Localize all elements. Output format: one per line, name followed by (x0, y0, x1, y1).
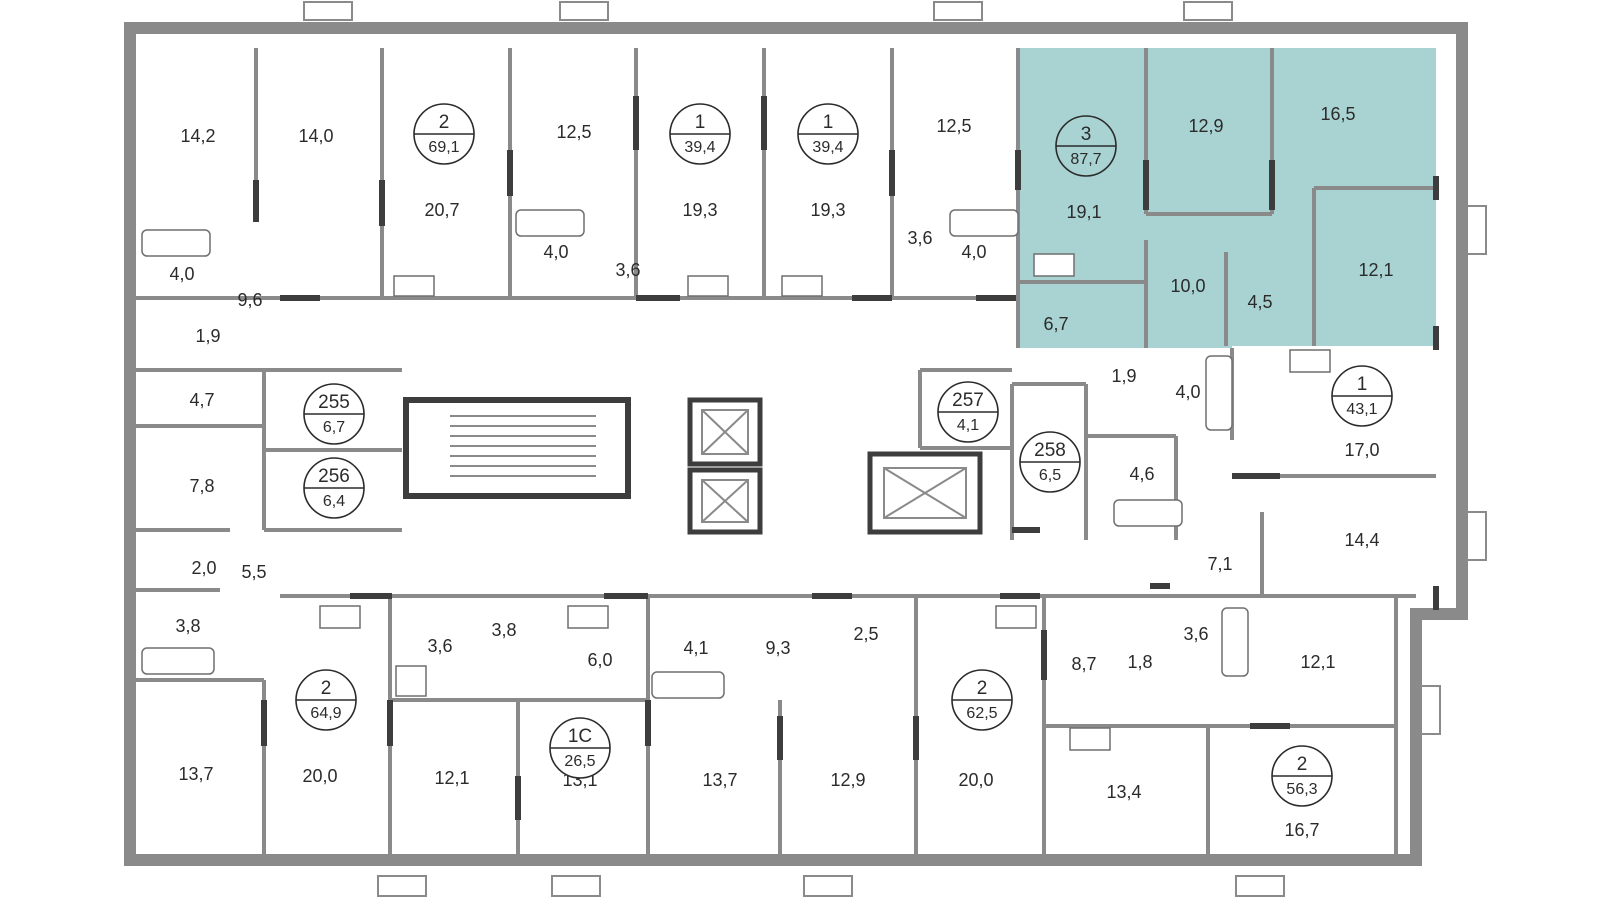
room-area: 14,2 (180, 126, 215, 146)
room-area: 20,0 (958, 770, 993, 790)
badge-area: 69,1 (428, 139, 459, 156)
room-area: 4,0 (169, 264, 194, 284)
badge-area: 43,1 (1346, 401, 1377, 418)
room-area: 12,5 (556, 122, 591, 142)
room-area: 12,1 (434, 768, 469, 788)
room-area: 12,1 (1358, 260, 1393, 280)
room-area: 3,6 (615, 260, 640, 280)
room-area: 4,0 (961, 242, 986, 262)
room-labels: 14,2 14,0 20,7 12,5 19,3 19,3 12,5 19,1 … (169, 104, 1393, 840)
apartment-badge[interactable]: 256 6,4 (303, 457, 365, 519)
outer-wall (124, 22, 1468, 866)
room-area: 3,8 (491, 620, 516, 640)
badge-area: 56,3 (1286, 781, 1317, 798)
room-area: 13,4 (1106, 782, 1141, 802)
apartment-badge[interactable]: 257 4,1 (937, 381, 999, 443)
room-area: 12,5 (936, 116, 971, 136)
badge-rooms: 1 (1357, 374, 1368, 395)
room-area: 16,5 (1320, 104, 1355, 124)
apartment-badge[interactable]: 2 64,9 (295, 669, 357, 731)
room-area: 14,4 (1344, 530, 1379, 550)
room-area: 19,3 (810, 200, 845, 220)
badge-area: 4,1 (957, 417, 979, 434)
room-area: 2,5 (853, 624, 878, 644)
room-area: 3,6 (907, 228, 932, 248)
bathroom-fixtures (141, 209, 1331, 751)
apartment-badge[interactable]: 255 6,7 (303, 383, 365, 445)
badge-rooms: 2 (977, 678, 988, 699)
highlighted-apartment[interactable] (1018, 48, 1436, 348)
room-area: 13,7 (178, 764, 213, 784)
badge-rooms: 256 (318, 466, 350, 487)
room-area: 17,0 (1344, 440, 1379, 460)
badge-area: 6,4 (323, 493, 345, 510)
badge-area: 39,4 (812, 139, 843, 156)
apartment-badges: 2 69,1 1 39,4 1 39,4 3 87,7 255 6,7 (295, 103, 1393, 807)
badge-rooms: 258 (1034, 440, 1066, 461)
apartment-badge[interactable]: 258 6,5 (1019, 431, 1081, 493)
room-area: 8,7 (1071, 654, 1096, 674)
room-area: 6,0 (587, 650, 612, 670)
room-area: 20,7 (424, 200, 459, 220)
room-area: 10,0 (1170, 276, 1205, 296)
stairwell (403, 397, 631, 499)
room-area: 9,3 (765, 638, 790, 658)
elevator-shafts (687, 397, 983, 535)
wall-accents (253, 96, 1439, 820)
room-area: 4,5 (1247, 292, 1272, 312)
badge-area: 62,5 (966, 705, 997, 722)
room-area: 20,0 (302, 766, 337, 786)
room-area: 16,7 (1284, 820, 1319, 840)
badge-area: 64,9 (310, 705, 341, 722)
room-area: 14,0 (298, 126, 333, 146)
room-area: 7,8 (189, 476, 214, 496)
badge-rooms: 1С (568, 726, 592, 747)
apartment-badge[interactable]: 1 39,4 (797, 103, 859, 165)
room-area: 3,6 (427, 636, 452, 656)
badge-rooms: 255 (318, 392, 350, 413)
room-area: 19,3 (682, 200, 717, 220)
room-area: 4,0 (543, 242, 568, 262)
badge-rooms: 2 (321, 678, 332, 699)
room-area: 12,9 (1188, 116, 1223, 136)
badge-area: 87,7 (1070, 151, 1101, 168)
room-area: 4,0 (1175, 382, 1200, 402)
badge-area: 39,4 (684, 139, 715, 156)
room-area: 1,8 (1127, 652, 1152, 672)
room-area: 7,1 (1207, 554, 1232, 574)
room-area: 1,9 (195, 326, 220, 346)
room-area: 2,0 (191, 558, 216, 578)
badge-rooms: 1 (823, 112, 834, 133)
room-area: 9,6 (237, 290, 262, 310)
room-area: 13,7 (702, 770, 737, 790)
apartment-badge[interactable]: 1 39,4 (669, 103, 731, 165)
room-area: 4,6 (1129, 464, 1154, 484)
room-area: 6,7 (1043, 314, 1068, 334)
room-area: 5,5 (241, 562, 266, 582)
badge-area: 26,5 (564, 753, 595, 770)
badge-rooms: 257 (952, 390, 984, 411)
room-area: 3,8 (175, 616, 200, 636)
badge-rooms: 3 (1081, 124, 1092, 145)
room-area: 1,9 (1111, 366, 1136, 386)
apartment-badge[interactable]: 2 62,5 (951, 669, 1013, 731)
room-area: 12,1 (1300, 652, 1335, 672)
apartment-badge[interactable]: 1 43,1 (1331, 365, 1393, 427)
room-area: 4,7 (189, 390, 214, 410)
badge-rooms: 2 (1297, 754, 1308, 775)
badge-rooms: 1 (695, 112, 706, 133)
room-area: 12,9 (830, 770, 865, 790)
room-area: 3,6 (1183, 624, 1208, 644)
apartment-badge[interactable]: 2 56,3 (1271, 745, 1333, 807)
badge-area: 6,7 (323, 419, 345, 436)
windows (303, 1, 1487, 897)
badge-rooms: 2 (439, 112, 450, 133)
badge-area: 6,5 (1039, 467, 1061, 484)
apartment-badge[interactable]: 2 69,1 (413, 103, 475, 165)
room-area: 19,1 (1066, 202, 1101, 222)
apartment-badge[interactable]: 3 87,7 (1055, 115, 1117, 177)
apartment-badge[interactable]: 1С 26,5 (549, 717, 611, 779)
room-area: 4,1 (683, 638, 708, 658)
